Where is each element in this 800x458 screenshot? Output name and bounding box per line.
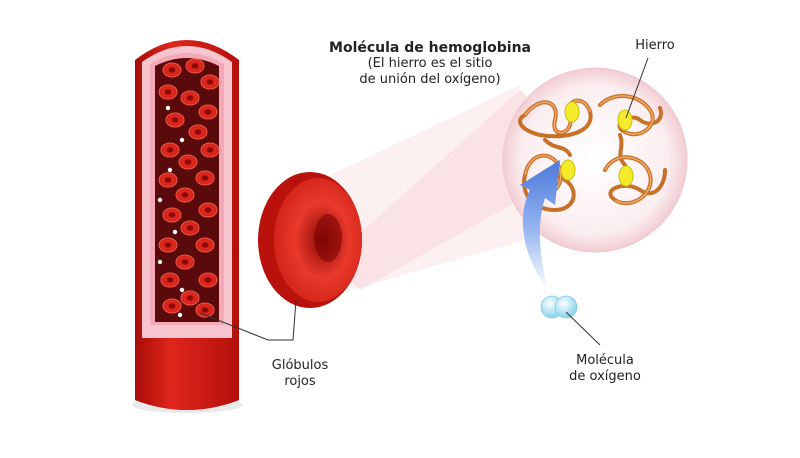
red-cells-label-line1: Glóbulos [271, 358, 329, 373]
oxygen-label-line1: Molécula [576, 353, 634, 368]
oxygen-dot [165, 105, 171, 111]
vessel-red-cell-center [182, 192, 188, 198]
oxygen-dot [172, 229, 178, 235]
oxygen-dot [177, 312, 183, 318]
vessel-red-cell-center [187, 95, 193, 101]
vessel-red-cell-center [202, 242, 208, 248]
oxygen-label-line2: de oxígeno [569, 369, 641, 384]
oxygen-dot [167, 167, 173, 173]
hemoglobin-label: Molécula de hemoglobina (El hierro es el… [300, 40, 560, 88]
vessel-red-cell-center [165, 177, 171, 183]
vessel-red-cell-center [205, 109, 211, 115]
vessel-red-cell-center [165, 89, 171, 95]
vessel-red-cell-center [202, 175, 208, 181]
vessel-red-cell-center [167, 277, 173, 283]
hemoglobin-title: Molécula de hemoglobina [329, 40, 531, 56]
leader-lines [199, 57, 649, 346]
vessel-red-cell-center [169, 212, 175, 218]
vessel-red-cell-center [187, 225, 193, 231]
vessel-red-cell-center [167, 147, 173, 153]
vessel-red-cells [157, 58, 220, 318]
oxygen-molecule [540, 295, 578, 319]
oxygen-dot [157, 259, 163, 265]
oxygen-dot [179, 137, 185, 143]
iron-label: Hierro [635, 38, 675, 53]
vessel-red-cell-center [192, 63, 198, 69]
oxygen-dot [179, 287, 185, 293]
hemoglobin-subtitle-line2: de unión del oxígeno) [359, 72, 501, 87]
vessel-red-cell-center [205, 277, 211, 283]
vessel-red-cell-center [182, 259, 188, 265]
oxygen-dot [157, 197, 163, 203]
iron-atoms [560, 101, 634, 187]
arrow-icon [520, 160, 560, 290]
vessel-red-cell-center [169, 67, 175, 73]
oxygen-label: Molécula de oxígeno [555, 353, 655, 385]
vessel-red-cell-center [172, 117, 178, 123]
red-cells-label: Glóbulos rojos [255, 358, 345, 390]
vessel-red-cell-center [169, 303, 175, 309]
vessel-red-cell-center [207, 147, 213, 153]
vessel-red-cell-center [207, 79, 213, 85]
big-red-cell [258, 172, 362, 308]
vessel-red-cell-center [205, 207, 211, 213]
hemoglobin-subtitle-line1: (El hierro es el sitio [367, 56, 493, 71]
vessel-red-cell-center [202, 307, 208, 313]
red-cells-label-line2: rojos [284, 374, 316, 389]
vessel-red-cell-center [187, 295, 193, 301]
vessel-red-cell-center [165, 242, 171, 248]
vessel-red-cell-center [185, 159, 191, 165]
vessel-red-cell-center [195, 129, 201, 135]
